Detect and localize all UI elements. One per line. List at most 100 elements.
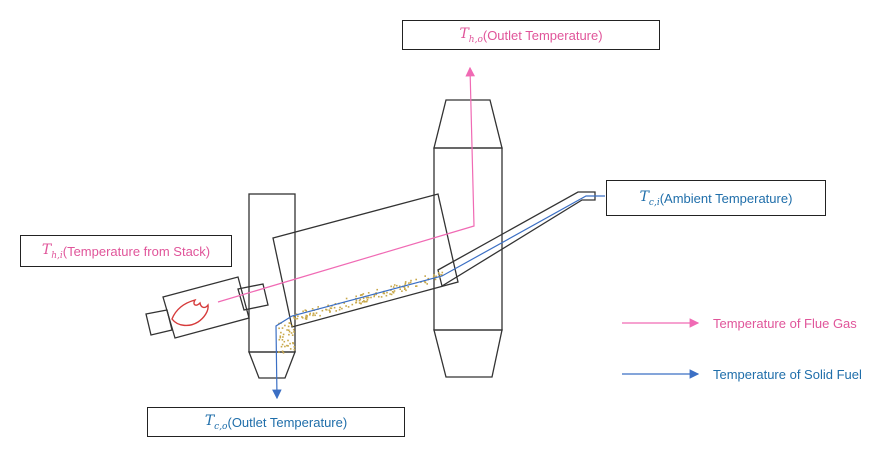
particle [345, 305, 347, 307]
right-housing-body [433, 147, 503, 331]
particle [314, 314, 316, 317]
legend-flue-gas-label: Temperature of Flue Gas [713, 316, 857, 331]
label-hot-inlet: Th,i(Temperature from Stack) [20, 235, 232, 267]
burner-body [162, 276, 250, 339]
particle [378, 295, 380, 298]
particle [439, 273, 441, 276]
particle [289, 322, 291, 324]
particle [415, 285, 418, 287]
particle [292, 315, 295, 318]
particle [362, 297, 365, 300]
feed-chute [437, 191, 596, 288]
left-hopper [248, 351, 296, 379]
label-hot-outlet-text: (Outlet Temperature) [482, 27, 603, 43]
particle [288, 330, 291, 333]
particle [376, 288, 378, 291]
left-stack [248, 193, 296, 353]
flame-icon [171, 298, 209, 327]
particle [361, 301, 364, 303]
particle [283, 340, 286, 343]
particle [404, 282, 407, 285]
particle [306, 315, 308, 317]
particle [317, 306, 319, 308]
particle [305, 316, 307, 318]
particle [355, 299, 358, 302]
particle [341, 307, 343, 310]
particle [335, 310, 337, 312]
particle [329, 310, 331, 313]
particle [404, 284, 406, 286]
particle [329, 307, 332, 309]
flue-gas-path [217, 66, 476, 303]
particle [363, 301, 366, 303]
particle [434, 278, 437, 281]
particle [325, 308, 327, 311]
label-hot-outlet: Th,o(Outlet Temperature) [402, 20, 660, 50]
particle [441, 274, 443, 276]
rotary-drum [272, 193, 459, 328]
particle [404, 287, 406, 290]
particle [408, 282, 410, 284]
particle [290, 332, 293, 334]
particle [301, 316, 303, 318]
particle [366, 299, 369, 301]
particle [433, 274, 435, 276]
burner-connector [237, 283, 269, 311]
particle [370, 296, 372, 299]
label-hot-inlet-text: (Temperature from Stack) [62, 243, 211, 259]
particle [312, 312, 315, 315]
particle [319, 314, 321, 317]
particle [389, 293, 391, 295]
particle [409, 281, 412, 284]
particle [305, 314, 308, 317]
particle [375, 293, 378, 296]
label-cold-inlet: Tc,i(Ambient Temperature) [606, 180, 826, 216]
particle [281, 350, 284, 353]
particle [427, 277, 430, 280]
particle [432, 276, 435, 278]
particle [312, 314, 314, 317]
particle [301, 317, 304, 319]
particle [392, 286, 395, 288]
label-hot-outlet-symbol: Th,o [459, 25, 483, 45]
particle [315, 312, 318, 314]
particle [334, 303, 337, 305]
particle [366, 297, 368, 299]
particle [345, 297, 348, 300]
particle [309, 312, 311, 315]
particle [305, 318, 308, 320]
particle [286, 344, 288, 347]
particle [281, 339, 284, 341]
particle [279, 336, 282, 339]
particle [288, 329, 290, 331]
particle [287, 339, 289, 342]
particle [280, 331, 282, 334]
particle [304, 309, 307, 311]
particle [338, 308, 341, 311]
particle [291, 334, 294, 336]
particle [321, 309, 324, 312]
particle [287, 325, 290, 328]
right-housing-top-cap [433, 99, 503, 149]
particle [390, 285, 392, 288]
particle [282, 336, 284, 338]
particle [373, 294, 376, 296]
particle [302, 310, 304, 313]
particle [393, 284, 396, 286]
particle [396, 284, 398, 287]
particle [367, 296, 369, 299]
particle [355, 301, 358, 304]
particle [390, 293, 393, 296]
particle [435, 275, 437, 278]
particle [327, 304, 329, 307]
particle [385, 294, 388, 297]
solid-fuel-particles [278, 271, 444, 354]
label-cold-outlet-text: (Outlet Temperature) [227, 414, 348, 430]
particle [415, 278, 417, 281]
particle [330, 307, 333, 310]
particle [339, 306, 341, 309]
particle [360, 302, 362, 305]
particle [362, 293, 365, 295]
particle [358, 299, 361, 302]
